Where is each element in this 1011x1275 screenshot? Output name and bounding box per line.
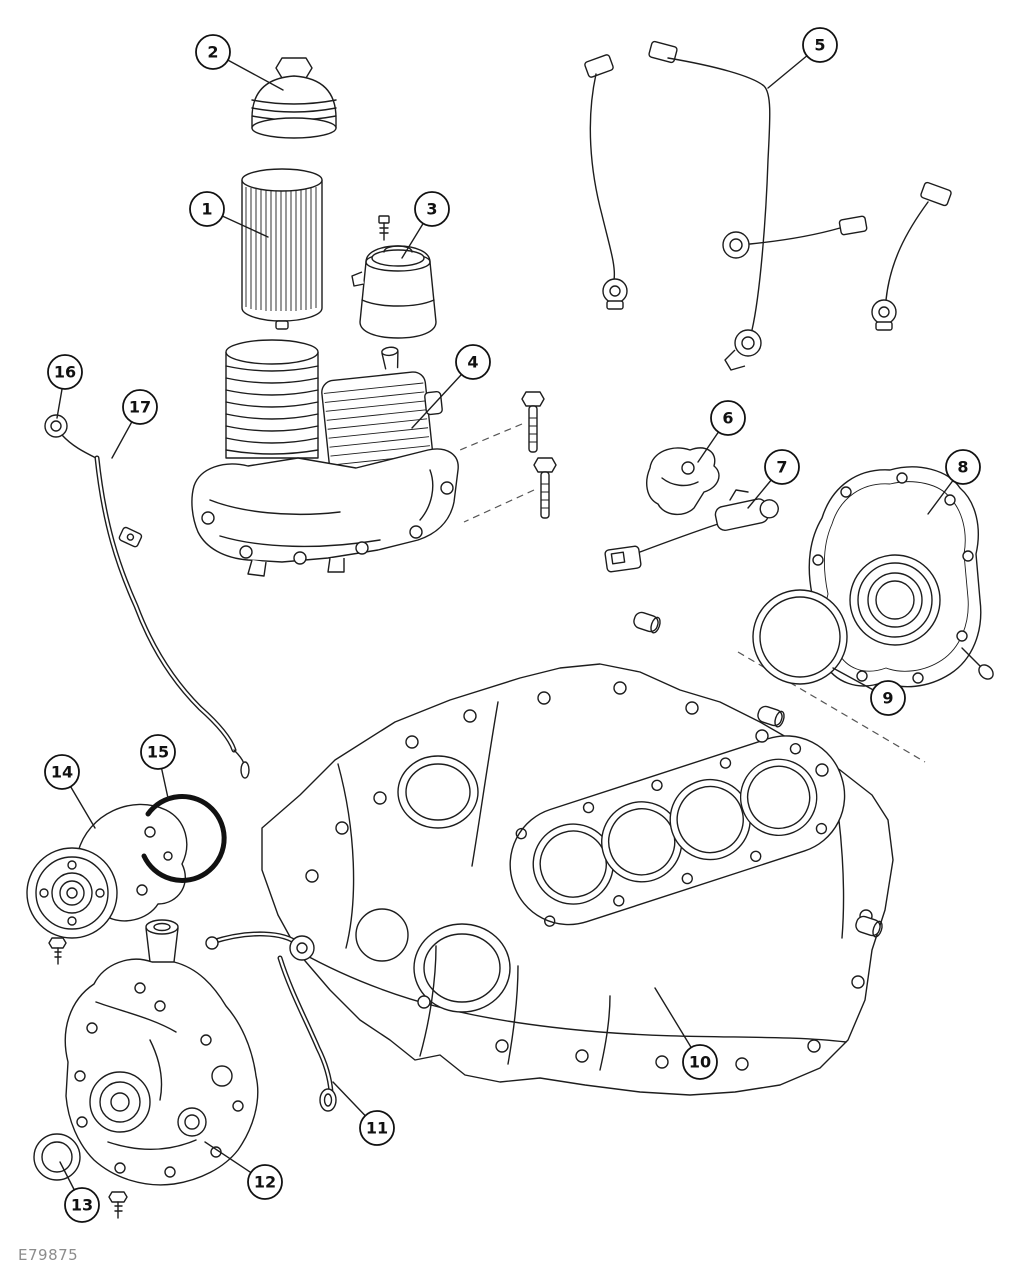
callout-number: 7 xyxy=(776,458,787,477)
figure-code: E79875 xyxy=(18,1246,79,1264)
crank-sensors xyxy=(584,40,952,371)
engine-block xyxy=(261,663,894,1096)
callout-16: 16 xyxy=(47,354,83,419)
callout-number: 4 xyxy=(467,353,478,372)
callout-number: 3 xyxy=(426,200,437,219)
callout-6: 6 xyxy=(697,400,746,463)
callout-15: 15 xyxy=(140,734,176,799)
callout-17: 17 xyxy=(111,389,158,459)
callout-12: 12 xyxy=(204,1141,283,1200)
callout-balloon xyxy=(682,1044,718,1080)
callout-balloon xyxy=(359,1110,395,1146)
front-timing-cover xyxy=(64,919,259,1186)
callout-number: 10 xyxy=(689,1053,711,1072)
callout-number: 14 xyxy=(51,763,73,782)
callout-1: 1 xyxy=(189,191,269,238)
callout-balloon xyxy=(870,680,906,716)
callout-balloon xyxy=(195,34,231,70)
callout-13: 13 xyxy=(59,1161,100,1223)
callout-3: 3 xyxy=(401,191,450,259)
oil-filter-cap xyxy=(251,57,337,139)
front-crank-seal xyxy=(33,1133,81,1181)
callout-number: 16 xyxy=(54,363,76,382)
callout-balloon xyxy=(64,1187,100,1223)
callout-balloon xyxy=(140,734,176,770)
cover-bolt xyxy=(108,1191,128,1219)
callout-number: 9 xyxy=(882,689,893,708)
water-pump-gasket xyxy=(141,794,227,883)
oil-cooler-housing xyxy=(191,339,459,577)
callout-number: 2 xyxy=(207,43,218,62)
callout-balloon xyxy=(122,389,158,425)
mounting-bolts xyxy=(459,391,926,763)
callout-8: 8 xyxy=(927,449,981,515)
callout-balloon xyxy=(802,27,838,63)
callout-number: 8 xyxy=(957,458,968,477)
callout-balloon xyxy=(710,400,746,436)
crank-position-sensor xyxy=(604,489,779,573)
callout-14: 14 xyxy=(44,754,96,829)
oil-separator xyxy=(351,215,437,339)
callout-5: 5 xyxy=(767,27,838,89)
callout-balloon xyxy=(764,449,800,485)
callout-number: 15 xyxy=(147,743,169,762)
callout-number: 11 xyxy=(366,1119,388,1138)
callout-7: 7 xyxy=(747,449,800,509)
water-pump xyxy=(26,803,188,965)
callout-2: 2 xyxy=(195,34,284,91)
callout-number: 5 xyxy=(814,36,825,55)
crank-seal xyxy=(752,589,848,685)
callout-number: 13 xyxy=(71,1196,93,1215)
callout-balloon xyxy=(47,354,83,390)
callout-balloon xyxy=(414,191,450,227)
callout-11: 11 xyxy=(332,1081,395,1146)
callout-balloon xyxy=(44,754,80,790)
dipstick xyxy=(44,414,250,779)
callout-balloon xyxy=(189,191,225,227)
callout-number: 17 xyxy=(129,398,151,417)
callout-number: 6 xyxy=(722,409,733,428)
callout-balloon xyxy=(455,344,491,380)
callout-balloon xyxy=(945,449,981,485)
head-gasket xyxy=(509,735,846,927)
dowel-pins xyxy=(633,611,883,938)
callout-10: 10 xyxy=(654,987,718,1080)
callout-9: 9 xyxy=(832,667,906,716)
sensor-bracket xyxy=(646,447,720,515)
front-cover-gasket xyxy=(205,931,337,1112)
callout-number: 12 xyxy=(254,1173,276,1192)
callout-balloon xyxy=(247,1164,283,1200)
callout-number: 1 xyxy=(201,200,212,219)
callout-4: 4 xyxy=(411,344,491,429)
oil-filter-element xyxy=(241,168,323,330)
